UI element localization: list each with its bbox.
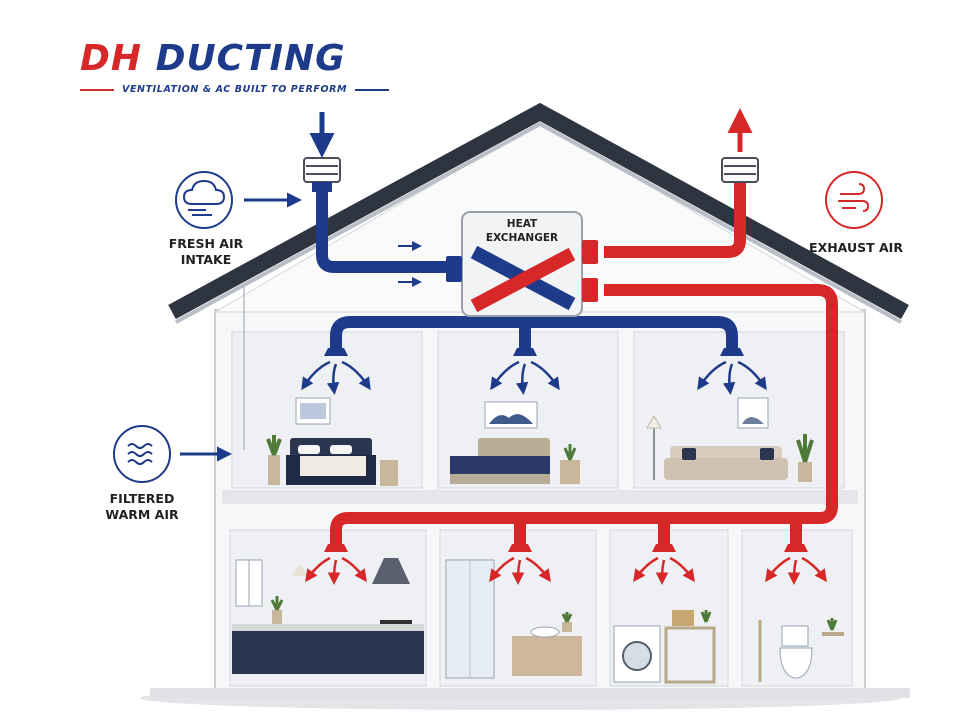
exhaust-vent-cap	[721, 157, 759, 183]
brand-tagline-row: VENTILATION & AC BUILT TO PERFORM	[80, 84, 410, 95]
floor-slab	[222, 490, 858, 504]
filtered-air-icon-group	[113, 285, 245, 483]
tagline-rule-right	[355, 88, 390, 91]
supply-airflow-arrows	[301, 360, 767, 395]
intake-vent-cap	[303, 157, 341, 192]
brand-name-part2: DUCTING	[155, 38, 346, 79]
upper-floor	[231, 331, 845, 489]
brand-tagline: VENTILATION & AC BUILT TO PERFORM	[122, 84, 348, 95]
tagline-rule-left	[80, 88, 114, 91]
heat-exchanger-label-2: EXCHANGER	[486, 232, 558, 244]
bathroom	[445, 559, 582, 679]
exhaust-airflow-arrows	[305, 556, 827, 585]
kitchen	[232, 558, 424, 674]
exhaust-out-duct	[604, 178, 746, 258]
filtered-label-line2: WARM AIR	[105, 507, 179, 522]
wind-cloud-icon	[175, 171, 233, 229]
exhaust-air-label: EXHAUST AIR	[809, 240, 903, 255]
exhaust-grilles	[324, 544, 808, 552]
foundation	[150, 688, 910, 698]
filtered-label-line1: FILTERED	[109, 491, 175, 506]
roof	[168, 102, 909, 320]
roof-fascia	[175, 121, 902, 324]
supply-ducts	[316, 190, 738, 348]
fresh-air-label-line2: INTAKE	[180, 252, 232, 267]
supply-diffusers	[324, 348, 744, 356]
fresh-air-label-line1: FRESH AIR	[168, 236, 244, 251]
wave-lines-icon	[113, 425, 171, 483]
supply-trunk-left	[330, 316, 476, 348]
bed-2	[450, 401, 580, 484]
exhaust-air-icon-group	[825, 171, 883, 229]
exhaust-crossflow	[470, 247, 576, 313]
brand-name-part1: DH	[80, 38, 143, 79]
laundry	[613, 610, 716, 684]
lower-floor	[229, 529, 853, 687]
heat-exchanger-label-1: HEAT	[507, 218, 538, 230]
supply-trunk-right	[476, 316, 738, 348]
bed-1	[266, 397, 398, 486]
fresh-air-icon-group	[175, 171, 302, 229]
fresh-air-intake-duct	[316, 190, 448, 273]
sofa	[646, 397, 814, 482]
filtered-warm-air-label: FILTERED WARM AIR	[96, 491, 188, 523]
fresh-air-intake-label: FRESH AIR INTAKE	[158, 236, 254, 268]
toilet	[758, 618, 844, 682]
exhaust-ducts	[330, 178, 838, 544]
brand-logo: DH DUCTING	[80, 38, 346, 79]
exhaust-return-duct	[330, 284, 838, 544]
heat-exchanger: HEAT EXCHANGER	[446, 211, 598, 317]
